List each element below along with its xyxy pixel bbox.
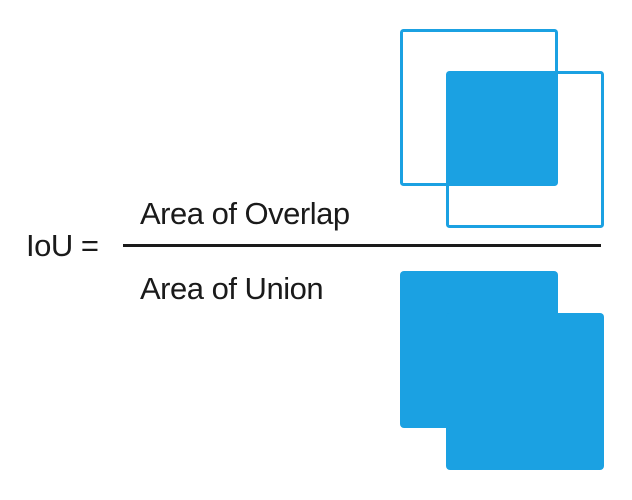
box-b-outline — [446, 71, 604, 228]
denominator-label: Area of Union — [140, 271, 324, 306]
union-box-b — [446, 313, 604, 470]
overlap-figure — [400, 29, 604, 228]
overlap-region — [447, 72, 557, 184]
box-a-outline — [400, 29, 558, 186]
iou-label: IoU = — [26, 228, 99, 263]
fraction-bar — [123, 244, 601, 247]
union-figure — [400, 271, 604, 470]
numerator-label: Area of Overlap — [140, 196, 350, 231]
